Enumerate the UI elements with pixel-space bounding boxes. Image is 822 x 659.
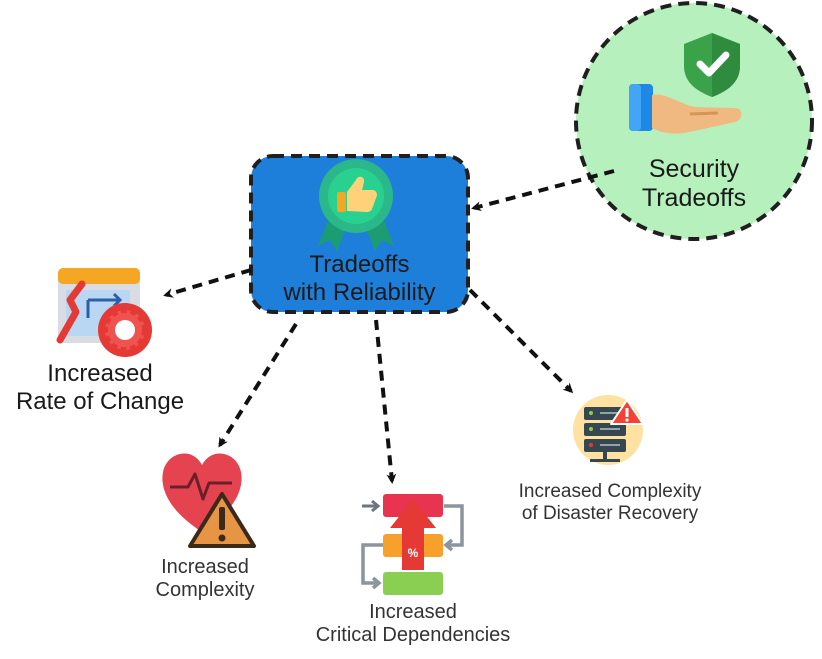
edge-reliability-to-rate-of-change xyxy=(163,268,252,298)
edge-security-to-reliability xyxy=(471,169,615,212)
critical-dependencies-label-line2: Critical Dependencies xyxy=(315,624,511,646)
dependency-stack-icon: % xyxy=(361,494,464,595)
shield-hand-icon xyxy=(629,33,742,134)
award-thumbs-up-icon xyxy=(318,159,394,251)
rate-of-change-label-line2: Rate of Change xyxy=(15,387,185,415)
svg-text:%: % xyxy=(408,546,419,560)
complexity-label: Increased Complexity xyxy=(130,556,280,602)
rate-of-change-label: Increased Rate of Change xyxy=(0,360,200,415)
edge-reliability-to-critical-dependencies xyxy=(374,319,397,484)
edge-reliability-to-complexity xyxy=(218,322,298,448)
chart-gear-icon xyxy=(56,268,152,357)
disaster-recovery-label-line2: of Disaster Recovery xyxy=(521,502,699,524)
critical-dependencies-label: Increased Critical Dependencies xyxy=(283,601,543,647)
reliability-tradeoffs-label-line2: with Reliability xyxy=(283,278,436,306)
heart-warning-icon xyxy=(162,453,256,548)
critical-dependencies-label-line1: Increased xyxy=(369,601,457,623)
reliability-tradeoffs-node xyxy=(249,154,470,314)
reliability-tradeoffs-label-line1: Tradeoffs xyxy=(309,251,410,278)
edges xyxy=(163,169,615,484)
edge-reliability-to-disaster-recovery xyxy=(468,288,574,394)
server-alert-icon xyxy=(573,395,644,465)
complexity-label-line1: Increased xyxy=(161,556,249,578)
security-tradeoffs-label: Security Tradeoffs xyxy=(614,155,774,213)
security-tradeoffs-label-line2: Tradeoffs xyxy=(641,183,747,212)
rate-of-change-label-line1: Increased xyxy=(47,360,153,387)
disaster-recovery-label: Increased Complexity of Disaster Recover… xyxy=(492,481,728,525)
complexity-label-line2: Complexity xyxy=(155,579,255,601)
reliability-tradeoffs-label: Tradeoffs with Reliability xyxy=(251,251,468,306)
security-tradeoffs-label-line1: Security xyxy=(648,155,740,183)
disaster-recovery-label-line1: Increased Complexity xyxy=(518,481,702,502)
